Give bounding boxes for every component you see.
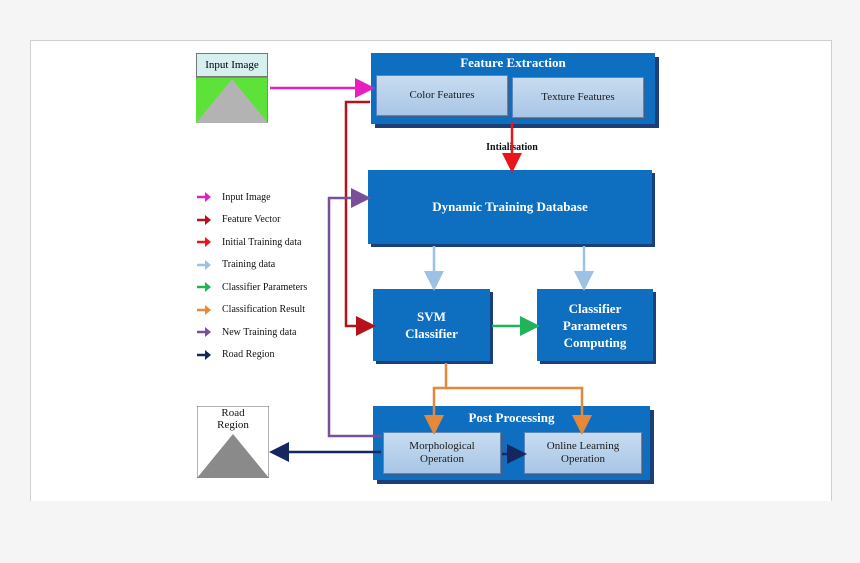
legend-label: Classification Result — [222, 304, 306, 315]
road-region-label: Road Region — [197, 407, 269, 431]
dynamic-training-database-box: Dynamic Training Database — [368, 170, 652, 244]
online-learning-operation-box: Online Learning Operation — [524, 432, 642, 474]
legend-arrow-icon — [197, 349, 211, 360]
input-image-thumbnail — [196, 77, 268, 123]
legend-item: Classifier Parameters — [196, 280, 307, 294]
legend-arrow-icon — [197, 327, 211, 337]
svm-classifier-line2: Classifier — [405, 326, 458, 341]
arrow-feature-vector — [344, 100, 376, 336]
color-features-label: Color Features — [409, 89, 475, 101]
flow-diagram: Input Image Feature Extraction Color Fea… — [194, 50, 666, 492]
legend-item: Classification Result — [196, 303, 305, 317]
online-learning-line2: Operation — [561, 453, 605, 465]
arrow-classification-result-2 — [446, 386, 592, 435]
dynamic-training-database-label: Dynamic Training Database — [432, 199, 588, 214]
legend-label: Training data — [222, 259, 276, 270]
connectors — [269, 78, 594, 464]
feature-extraction-title: Feature Extraction — [460, 55, 566, 70]
legend-arrow-icon — [197, 192, 211, 202]
classifier-parameters-line2: Parameters — [562, 317, 628, 333]
texture-features-box: Texture Features — [512, 77, 644, 118]
legend-label: Feature Vector — [222, 214, 281, 225]
legend-item: Road Region — [196, 348, 275, 362]
legend-arrow-icon — [197, 304, 211, 315]
arrow-new-training-data — [327, 188, 382, 438]
legend-label: Road Region — [222, 349, 275, 360]
legend-item: Initial Training data — [196, 235, 301, 249]
post-processing-title: Post Processing — [468, 410, 555, 425]
legend-item: Input Image — [196, 190, 271, 204]
svm-classifier-box: SVM Classifier — [373, 289, 490, 361]
legend-item: Training data — [196, 258, 275, 272]
online-learning-line1: Online Learning — [546, 440, 620, 452]
morphological-line2: Operation — [420, 453, 464, 465]
legend-arrow-icon — [197, 282, 211, 292]
legend-label: Classifier Parameters — [222, 281, 308, 293]
svm-classifier-line1: SVM — [417, 309, 446, 324]
morphological-operation-box: Morphological Operation — [383, 432, 501, 474]
road-region-thumbnail — [197, 406, 269, 478]
legend-arrow-icon — [197, 214, 211, 225]
arrow-classification-result — [424, 363, 448, 435]
legend-arrow-icon — [197, 259, 211, 270]
texture-features-label: Texture Features — [541, 91, 615, 103]
input-image-label: Input Image — [205, 59, 259, 71]
road-region-line1: Road — [221, 407, 245, 419]
road-region-line2: Region — [217, 419, 249, 431]
legend-label: Input Image — [222, 191, 271, 203]
classifier-parameters-line3: Computing — [563, 334, 627, 350]
morphological-line1: Morphological — [409, 440, 475, 452]
color-features-box: Color Features — [376, 75, 508, 116]
legend-label: New Training data — [222, 326, 297, 338]
input-image-label-box: Input Image — [196, 53, 268, 77]
legend-arrow-icon — [197, 237, 211, 247]
legend-item: New Training data — [196, 325, 296, 339]
legend-item: Feature Vector — [196, 213, 280, 227]
classifier-parameters-box: Classifier Parameters Computing — [537, 289, 653, 361]
legend-label: Initial Training data — [222, 236, 302, 248]
classifier-parameters-line1: Classifier — [568, 300, 622, 316]
